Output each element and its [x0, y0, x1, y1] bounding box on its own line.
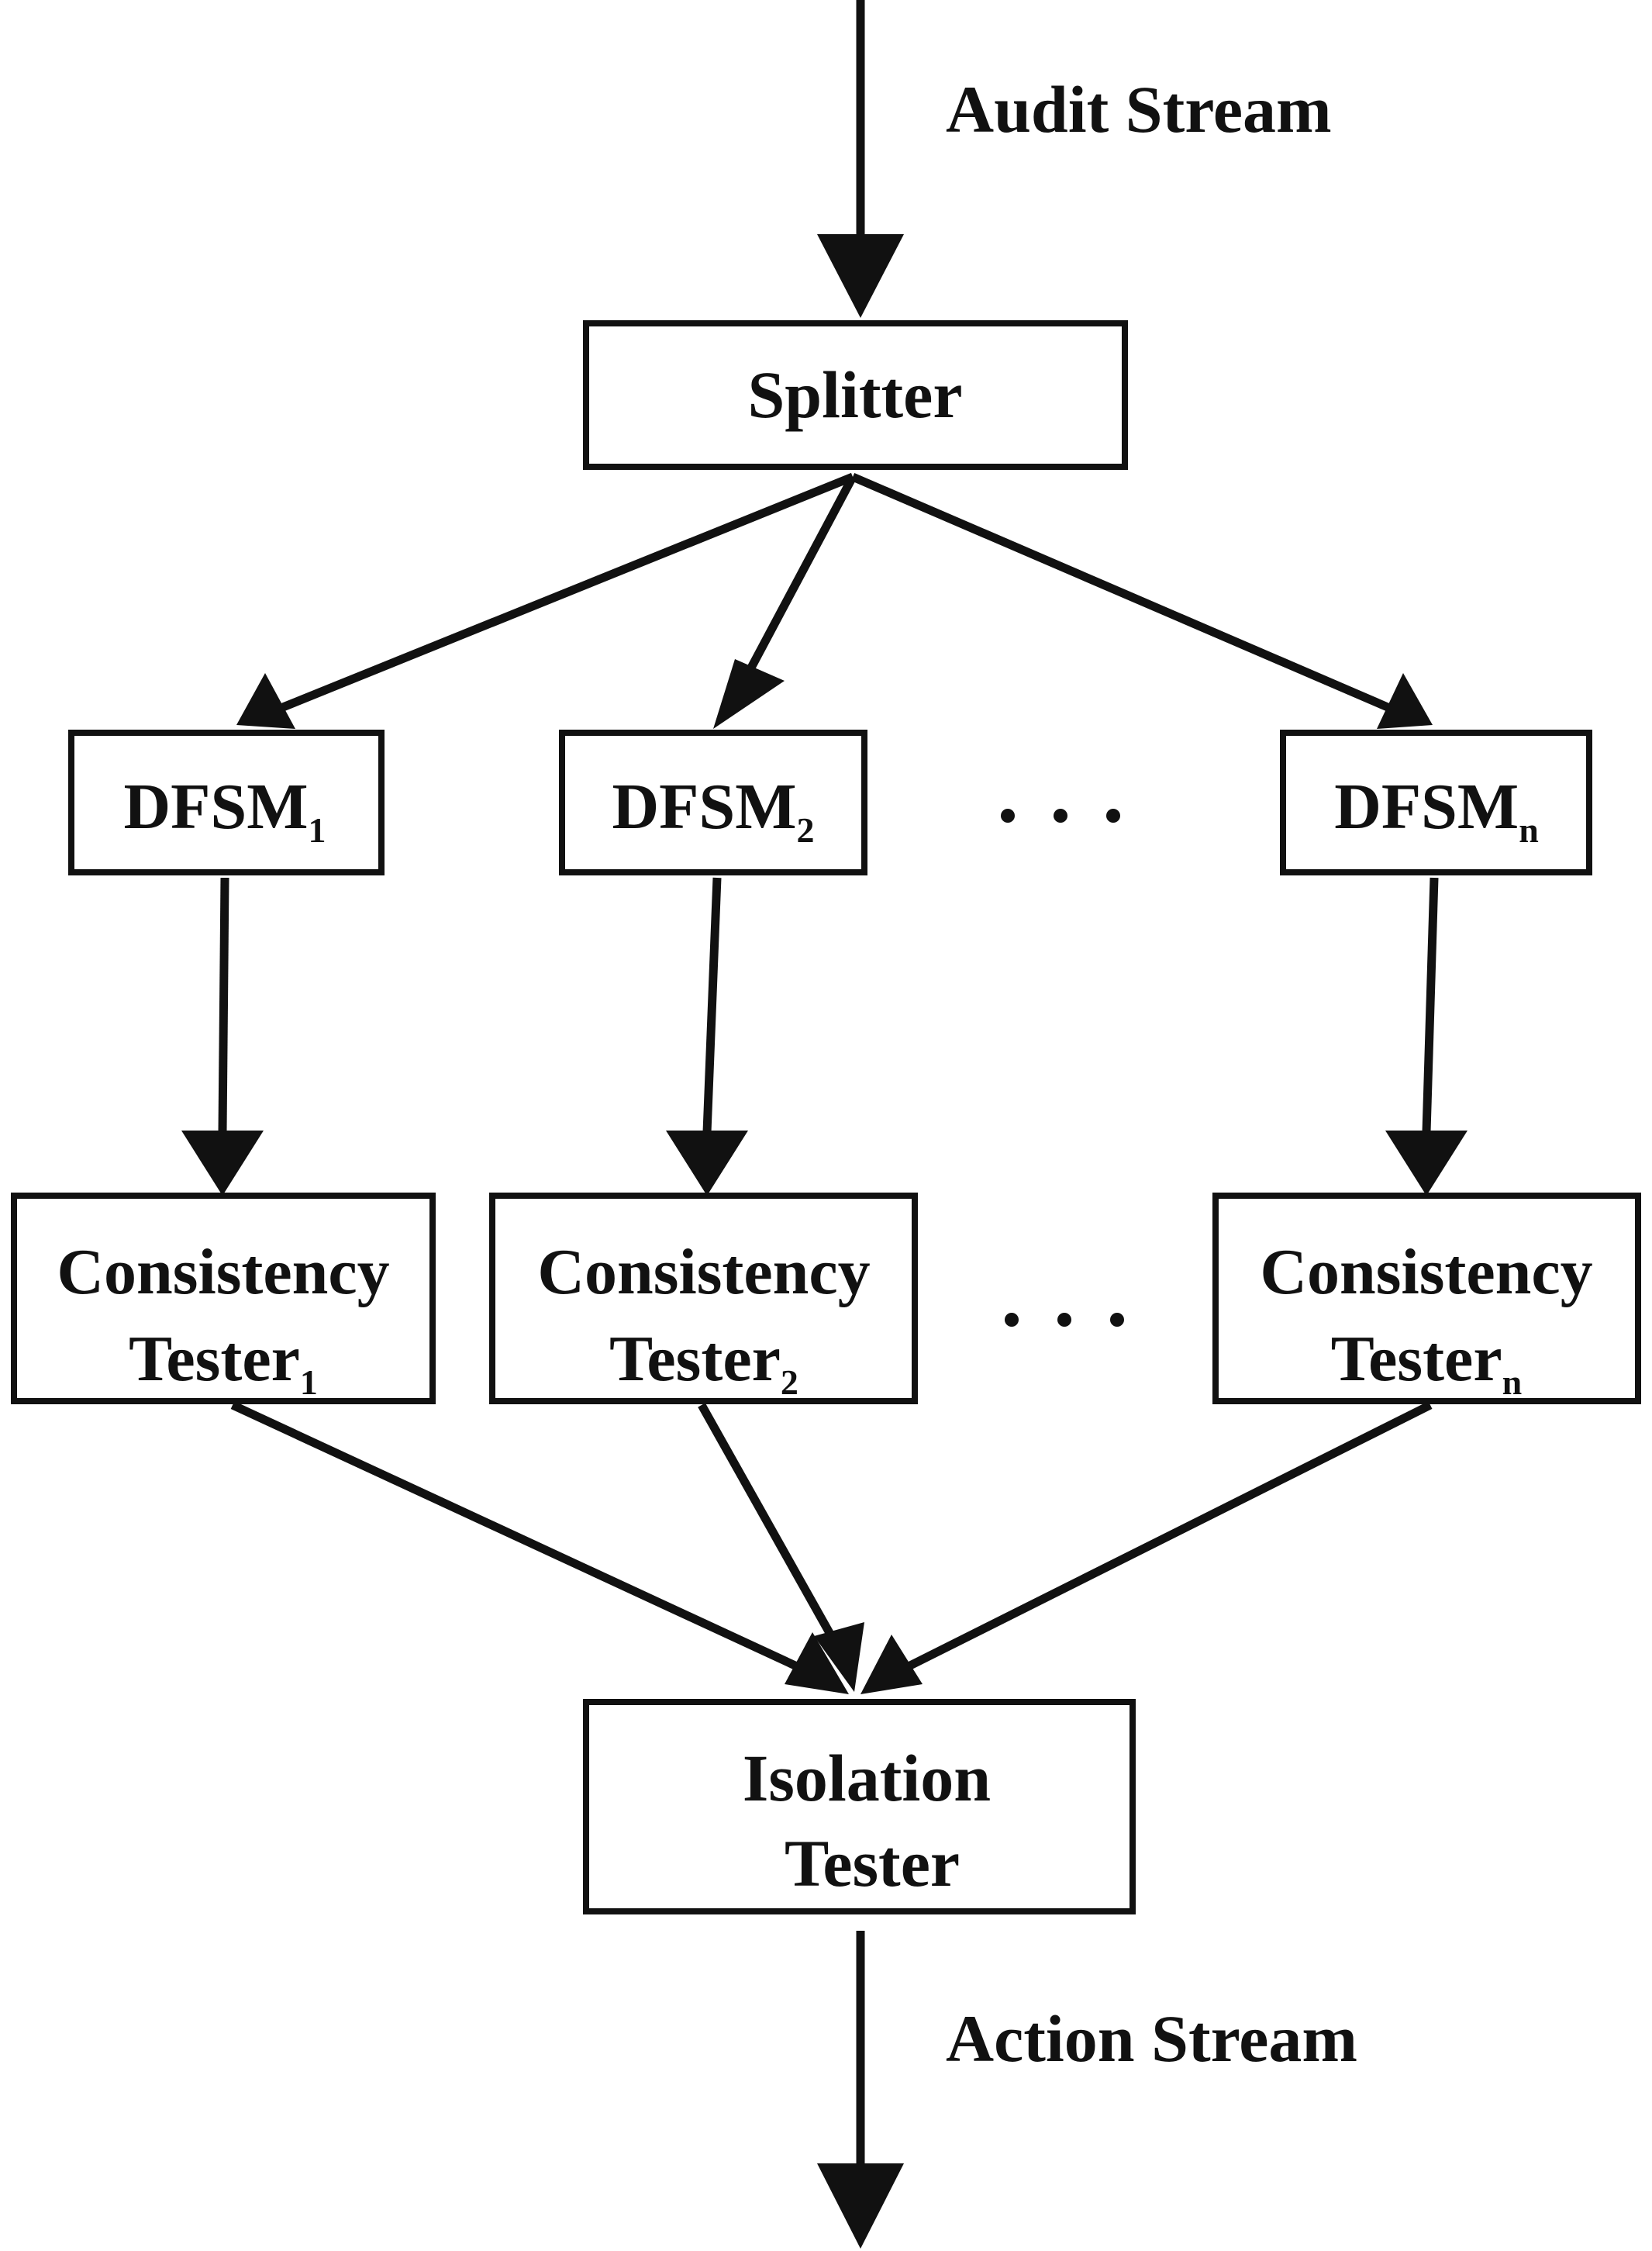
- dfsm-base: DFSM: [612, 771, 797, 843]
- tester-index: 1: [300, 1362, 318, 1402]
- arrowhead: [817, 234, 904, 318]
- edge-tester-1-to-isolation: [230, 1401, 849, 1694]
- dfsm-index: n: [1519, 810, 1539, 850]
- consistency-tester-node-1: Consistency Tester1: [11, 1193, 436, 1404]
- tester-line1: Consistency: [537, 1236, 870, 1308]
- tester-ellipsis: [1005, 1313, 1124, 1327]
- dfsm-index: 1: [308, 810, 326, 850]
- arrowhead: [1385, 1131, 1467, 1196]
- splitter-node: Splitter: [583, 320, 1128, 470]
- arrowhead: [817, 2163, 904, 2249]
- tester-base: Tester: [609, 1323, 781, 1395]
- dfsm-label: DFSMn: [1334, 771, 1539, 850]
- dfsm-base: DFSM: [1334, 771, 1519, 843]
- edge-dfsm-n-to-tester-n: [1385, 877, 1467, 1196]
- arrowhead: [1377, 673, 1433, 729]
- edge-input-to-splitter: [817, 0, 904, 318]
- dfsm-index: 2: [796, 810, 814, 850]
- dfsm-label: DFSM1: [124, 771, 326, 850]
- edge-splitter-to-dfsm-1: [236, 472, 855, 729]
- input-stream-label: Audit Stream: [946, 72, 1332, 147]
- arrowhead: [181, 1131, 264, 1196]
- edge-tester-n-to-isolation: [860, 1401, 1433, 1694]
- splitter-label: Splitter: [747, 357, 962, 432]
- tester-line1: Consistency: [57, 1236, 389, 1308]
- tester-line1: Consistency: [1260, 1236, 1592, 1308]
- dfsm-base: DFSM: [124, 771, 309, 843]
- edge-dfsm-1-to-tester-1: [181, 877, 264, 1196]
- dfsm-node-2: DFSM2: [559, 730, 867, 875]
- tester-line2: Testern: [1331, 1323, 1522, 1402]
- tester-line2: Tester2: [609, 1323, 798, 1402]
- arrowhead: [785, 1632, 849, 1694]
- edge-splitter-to-dfsm-2: [713, 475, 857, 729]
- isolation-tester-node: Isolation Tester: [583, 1699, 1136, 1914]
- edge-dfsm-2-to-tester-2: [666, 877, 748, 1196]
- output-stream-label: Action Stream: [946, 2001, 1357, 2076]
- arrowhead: [713, 659, 785, 729]
- tester-line2: Tester1: [129, 1323, 318, 1402]
- dfsm-ellipsis: [1001, 809, 1120, 823]
- arrowhead: [666, 1131, 748, 1196]
- edge-tester-2-to-isolation: [698, 1403, 864, 1692]
- tester-index: n: [1502, 1362, 1523, 1402]
- arrowhead: [860, 1635, 923, 1694]
- edge-splitter-to-dfsm-n: [850, 472, 1433, 729]
- isolation-line2: Tester: [785, 1826, 960, 1901]
- dfsm-node-1: DFSM1: [68, 730, 385, 875]
- tester-index: 2: [781, 1362, 798, 1402]
- arrowhead: [814, 1622, 864, 1692]
- dfsm-node-n: DFSMn: [1280, 730, 1592, 875]
- arrowhead: [236, 673, 295, 729]
- edge-isolation-to-output: [817, 1931, 904, 2249]
- consistency-tester-node-n: Consistency Testern: [1212, 1193, 1641, 1404]
- consistency-tester-node-2: Consistency Tester2: [489, 1193, 918, 1404]
- tester-base: Tester: [1331, 1323, 1502, 1395]
- edges: [181, 0, 1467, 2249]
- isolation-line1: Isolation: [743, 1741, 991, 1815]
- dfsm-label: DFSM2: [612, 771, 815, 850]
- tester-base: Tester: [129, 1323, 300, 1395]
